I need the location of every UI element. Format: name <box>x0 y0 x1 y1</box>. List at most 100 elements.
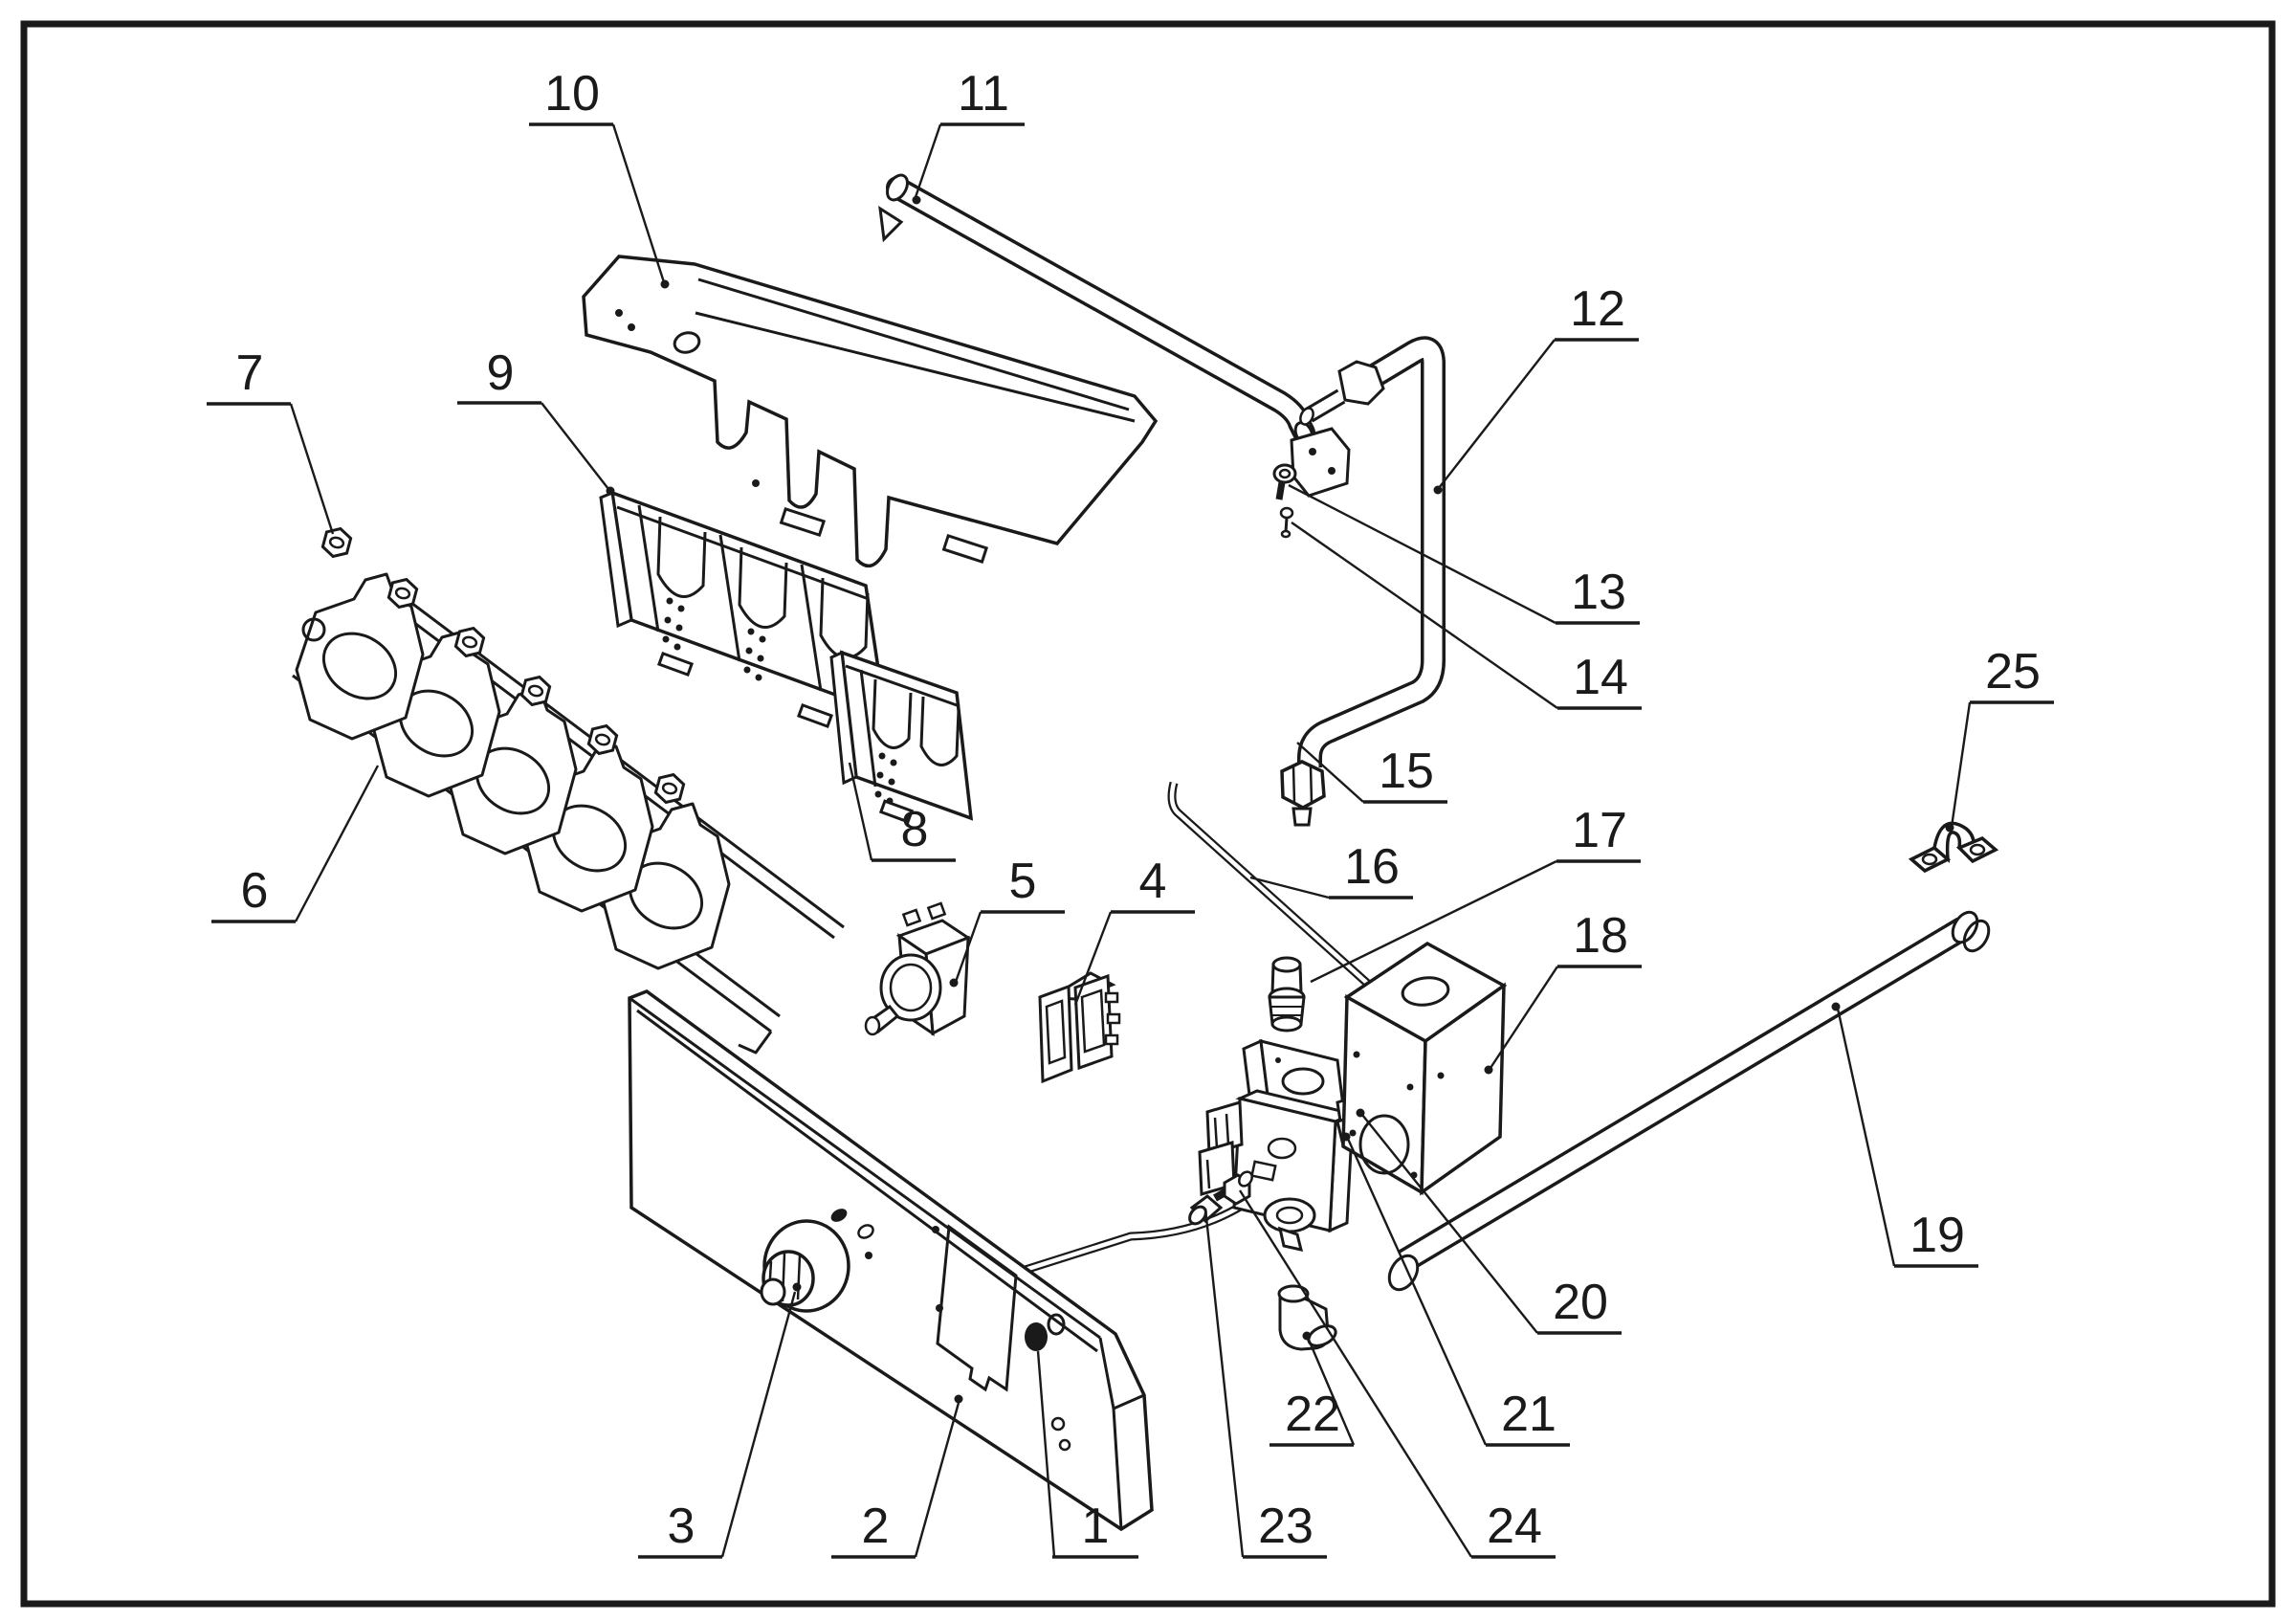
leader-dot-21 <box>1341 1132 1351 1142</box>
leader-line-24 <box>1238 1189 1473 1558</box>
leader-dot-9 <box>606 486 615 496</box>
callout-6: 6 <box>211 765 380 923</box>
pipe-bracket-plate <box>1290 427 1351 498</box>
leader-line-8 <box>848 762 873 861</box>
part-1-grommet-button <box>1025 1313 1071 1452</box>
part-number-label-15: 15 <box>1379 744 1434 799</box>
leader-dot-18 <box>1484 1065 1493 1075</box>
part-6-venturi-bracket-row <box>292 572 845 1055</box>
part-number-label-1: 1 <box>1082 1499 1110 1554</box>
leader-line-14 <box>1291 522 1558 709</box>
leader-line-12 <box>1438 339 1556 489</box>
leader-line-25 <box>1950 701 1972 828</box>
part-number-label-3: 3 <box>668 1499 695 1554</box>
pipe-nut <box>1337 360 1385 406</box>
part-number-label-2: 2 <box>862 1499 890 1554</box>
leader-dot-20 <box>1356 1108 1365 1118</box>
part-number-label-19: 19 <box>1910 1208 1965 1263</box>
part-22-elbow-fitting <box>1277 1284 1337 1351</box>
part-number-label-14: 14 <box>1573 650 1628 705</box>
panel-cutout <box>936 1224 1018 1392</box>
part-number-label-18: 18 <box>1573 908 1628 964</box>
callout-5: 5 <box>949 854 1065 988</box>
callout-3: 3 <box>638 1282 802 1559</box>
part-number-label-17: 17 <box>1572 803 1627 858</box>
leader-dot-5 <box>949 978 959 988</box>
callout-13: 13 <box>1288 483 1640 625</box>
leader-line-19 <box>1836 1008 1896 1267</box>
part-13-igniter-fitting <box>1272 463 1297 500</box>
callout-1: 1 <box>1036 1350 1138 1559</box>
part-15-union-nut <box>1280 760 1326 827</box>
part-18-junction-box <box>1341 941 1508 1196</box>
part-number-label-7: 7 <box>236 345 264 401</box>
leader-line-10 <box>611 123 666 283</box>
leader-line-18 <box>1489 966 1559 1069</box>
part-number-label-10: 10 <box>544 66 600 122</box>
leader-dot-19 <box>1831 1002 1841 1011</box>
callout-20: 20 <box>1356 1108 1622 1335</box>
part-17-compression-fitting <box>1268 956 1306 1033</box>
leader-dot-3 <box>792 1282 802 1292</box>
leader-line-16 <box>1249 876 1330 899</box>
leader-line-6 <box>294 765 380 922</box>
leader-line-20 <box>1361 1114 1538 1334</box>
part-5-thermostat-switch <box>864 901 972 1037</box>
callout-8: 8 <box>848 762 956 862</box>
callout-7: 7 <box>207 345 335 535</box>
part-3-control-knob <box>760 1219 850 1313</box>
part-number-label-16: 16 <box>1344 839 1400 895</box>
leader-dot-25 <box>1945 823 1954 833</box>
callout-18: 18 <box>1484 908 1642 1075</box>
leader-line-13 <box>1288 483 1556 625</box>
leader-line-7 <box>289 403 335 535</box>
callout-22: 22 <box>1269 1331 1356 1447</box>
part-19-burner-tube <box>1387 910 1991 1292</box>
leader-line-17 <box>1310 859 1557 984</box>
callout-14: 14 <box>1291 522 1642 710</box>
part-10-burner-manifold <box>582 255 1159 568</box>
callout-24: 24 <box>1238 1189 1556 1559</box>
leader-dot-11 <box>912 195 921 205</box>
leader-line-11 <box>914 123 942 198</box>
leader-dot-22 <box>1302 1331 1312 1341</box>
leader-line-15 <box>1296 742 1364 803</box>
leader-line-4 <box>1073 911 1113 1006</box>
callout-4: 4 <box>1073 854 1195 1006</box>
part-number-label-11: 11 <box>958 66 1009 122</box>
part-number-label-13: 13 <box>1571 565 1626 620</box>
leader-dot-10 <box>660 279 670 289</box>
callout-2: 2 <box>831 1394 963 1559</box>
callout-11: 11 <box>912 66 1025 205</box>
part-14-electrode-pin <box>1279 506 1294 539</box>
part-number-label-6: 6 <box>241 863 269 919</box>
part-number-label-20: 20 <box>1553 1275 1608 1330</box>
leader-line-22 <box>1307 1339 1356 1446</box>
leader-line-1 <box>1036 1350 1056 1558</box>
leader-dot-2 <box>954 1394 963 1404</box>
leader-line-21 <box>1346 1138 1488 1446</box>
part-number-label-4: 4 <box>1139 854 1167 909</box>
part-number-label-5: 5 <box>1009 854 1037 909</box>
part-number-label-9: 9 <box>487 345 515 401</box>
part-number-label-21: 21 <box>1501 1387 1556 1442</box>
part-4-solenoid-bracket <box>1038 971 1121 1084</box>
leader-line-23 <box>1203 1208 1245 1558</box>
part-number-label-22: 22 <box>1285 1387 1340 1442</box>
callout-10: 10 <box>529 66 670 289</box>
leader-line-9 <box>541 402 609 490</box>
leader-line-2 <box>914 1402 960 1558</box>
callout-15: 15 <box>1296 742 1447 804</box>
callout-25: 25 <box>1945 644 2054 833</box>
part-number-label-12: 12 <box>1570 281 1625 337</box>
part-8-burner-block-two <box>829 650 974 824</box>
part-2-control-panel <box>628 989 1154 1532</box>
callout-21: 21 <box>1341 1132 1570 1447</box>
part-number-label-25: 25 <box>1985 644 2041 699</box>
part-number-label-24: 24 <box>1487 1499 1542 1554</box>
part-25-pipe-clamp <box>1908 821 1999 874</box>
part-7-orifice-nuts <box>320 526 686 805</box>
part-12-gas-pipe <box>1272 336 1446 827</box>
leader-line-3 <box>720 1291 797 1558</box>
leader-dot-12 <box>1433 485 1443 495</box>
